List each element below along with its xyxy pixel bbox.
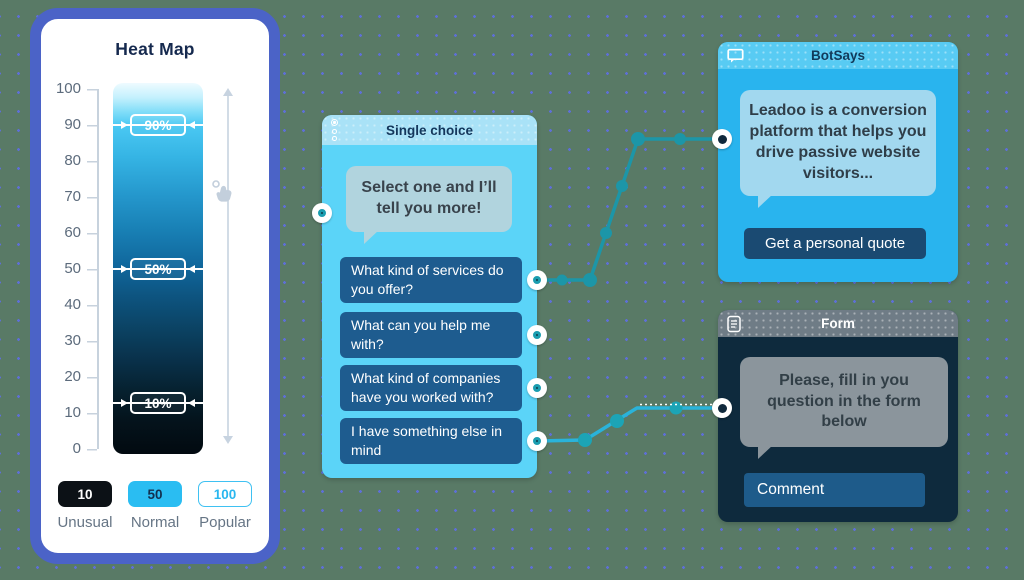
option-3-output-port[interactable] — [527, 378, 547, 398]
arrow-right-icon — [121, 265, 128, 273]
bot-message-bubble: Please, fill in you question in the form… — [740, 357, 948, 459]
marker-line — [113, 268, 203, 270]
tick-label: 70 — [64, 188, 81, 205]
tick-label: 60 — [64, 224, 81, 241]
arrow-left-icon — [188, 121, 195, 129]
legend-label: Unusual — [57, 514, 113, 531]
marker-line — [113, 124, 203, 126]
node-single-choice[interactable]: Single choice Select one and I’ll tell y… — [322, 115, 537, 478]
tick-label: 100 — [55, 80, 81, 97]
heatmap-panel: Heat Map 100 90 80 70 60 50 40 30 20 10 … — [30, 8, 280, 564]
tick-label: 50 — [64, 260, 81, 277]
axis-line — [97, 89, 99, 449]
personal-quote-button[interactable]: Get a personal quote — [744, 228, 926, 259]
bot-message-bubble: Select one and I’ll tell you more! — [346, 166, 512, 244]
tick-label: 10 — [64, 404, 81, 421]
legend-label: Popular — [199, 514, 251, 531]
axis-tick-marks — [87, 89, 97, 451]
marker-value: 90% — [130, 114, 186, 136]
heatmap-title: Heat Map — [115, 39, 195, 59]
heatmap-marker-90[interactable]: 90% — [113, 114, 203, 136]
choice-option-4[interactable]: I have something else in mind — [340, 418, 522, 464]
legend-chip-100: 100 — [198, 481, 252, 507]
form-header[interactable]: Form — [718, 310, 958, 337]
option-2-output-port[interactable] — [527, 325, 547, 345]
speech-bubble-icon — [727, 48, 744, 63]
node-title: Form — [821, 316, 855, 331]
bot-message-bubble: Leadoo is a conversion platform that hel… — [740, 90, 936, 208]
heatmap-marker-10[interactable]: 10% — [113, 392, 203, 414]
node-botsays[interactable]: BotSays Leadoo is a conversion platform … — [718, 42, 958, 282]
node-title: BotSays — [810, 48, 866, 63]
tick-label: 0 — [72, 440, 81, 457]
arrow-left-icon — [188, 399, 195, 407]
single-choice-header[interactable]: Single choice — [322, 115, 537, 145]
arrow-left-icon — [188, 265, 195, 273]
option-4-output-port[interactable] — [527, 431, 547, 451]
option-1-output-port[interactable] — [527, 270, 547, 290]
legend-item-normal: 50 Normal — [123, 481, 187, 531]
heatmap-marker-50[interactable]: 50% — [113, 258, 203, 280]
marker-value: 10% — [130, 392, 186, 414]
node-form[interactable]: Form Please, fill in you question in the… — [718, 310, 958, 522]
bubble-tail — [364, 230, 379, 244]
botsays-header[interactable]: BotSays — [718, 42, 958, 69]
vertical-resize-arrow-icon — [223, 88, 233, 444]
bubble-tail — [758, 194, 773, 208]
marker-value: 50% — [130, 258, 186, 280]
legend-item-unusual: 10 Unusual — [53, 481, 117, 531]
legend-chip-50: 50 — [128, 481, 182, 507]
radio-list-icon — [331, 118, 338, 142]
single-choice-input-port[interactable] — [312, 203, 332, 223]
choice-option-2[interactable]: What can you help me with? — [340, 312, 522, 358]
arrow-right-icon — [121, 121, 128, 129]
legend-label: Normal — [130, 514, 180, 531]
choice-option-3[interactable]: What kind of companies have you worked w… — [340, 365, 522, 411]
tick-label: 20 — [64, 368, 81, 385]
arrow-right-icon — [121, 399, 128, 407]
choice-option-1[interactable]: What kind of services do you offer? — [340, 257, 522, 303]
tick-label: 40 — [64, 296, 81, 313]
tick-label: 90 — [64, 116, 81, 133]
bubble-text: Leadoo is a conversion platform that hel… — [749, 102, 927, 182]
legend-chip-10: 10 — [58, 481, 112, 507]
form-icon — [727, 315, 741, 332]
form-input-port[interactable] — [712, 398, 732, 418]
bubble-tail — [758, 445, 773, 459]
legend-item-popular: 100 Popular — [193, 481, 257, 531]
node-title: Single choice — [385, 122, 474, 138]
heatmap-axis-labels: 100 90 80 70 60 50 40 30 20 10 0 — [45, 80, 81, 458]
heatmap-legend: 10 Unusual 50 Normal 100 Popular — [53, 481, 257, 531]
tick-label: 80 — [64, 152, 81, 169]
botsays-input-port[interactable] — [712, 129, 732, 149]
bubble-text: Select one and I’ll tell you more! — [361, 179, 497, 217]
marker-line — [113, 402, 203, 404]
comment-field[interactable]: Comment — [744, 473, 925, 507]
bubble-text: Please, fill in you question in the form… — [767, 371, 921, 431]
drag-hand-icon — [212, 180, 232, 202]
tick-label: 30 — [64, 332, 81, 349]
